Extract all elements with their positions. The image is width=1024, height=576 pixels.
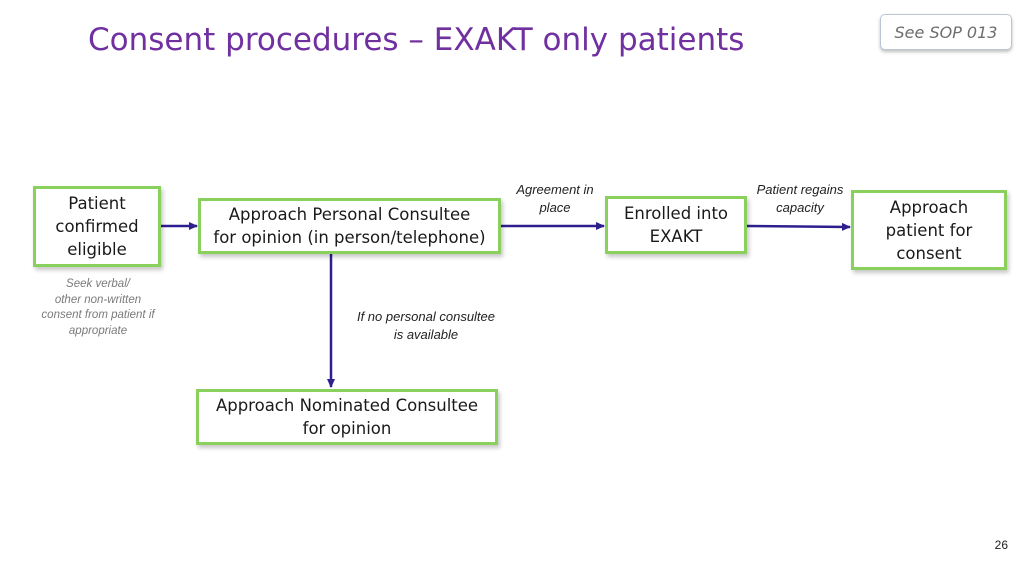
box-approach-personal-consultee: Approach Personal Consultee for opinion … — [198, 198, 501, 254]
arrow-enrolled-to-consent — [746, 222, 851, 231]
box-enrolled-into-exakt-label: Enrolled into EXAKT — [623, 204, 729, 246]
box-approach-patient-consent-label: Approach patient for consent — [885, 197, 973, 263]
box-approach-nominated-consultee: Approach Nominated Consultee for opinion — [196, 389, 498, 445]
box-approach-nominated-consultee-label: Approach Nominated Consultee for opinion — [215, 396, 479, 438]
note-patient-regains-capacity: Patient regains capacity — [756, 182, 844, 215]
note-seek-verbal-consent: Seek verbal/ other non-written consent f… — [41, 278, 155, 337]
note-agreement-in-place: Agreement in place — [516, 182, 594, 215]
note-no-personal-consultee: If no personal consultee is available — [356, 309, 496, 342]
page-number: 26 — [994, 538, 1008, 552]
box-approach-personal-consultee-label: Approach Personal Consultee for opinion … — [213, 205, 486, 247]
sop-reference-badge[interactable]: See SOP 013 — [880, 14, 1012, 50]
box-patient-confirmed-eligible-label: Patient confirmed eligible — [55, 194, 139, 259]
box-approach-patient-consent: Approach patient for consent — [851, 190, 1007, 270]
page-title: Consent procedures – EXAKT only patients — [88, 22, 745, 58]
box-patient-confirmed-eligible: Patient confirmed eligible — [33, 186, 161, 267]
box-enrolled-into-exakt: Enrolled into EXAKT — [605, 196, 747, 254]
